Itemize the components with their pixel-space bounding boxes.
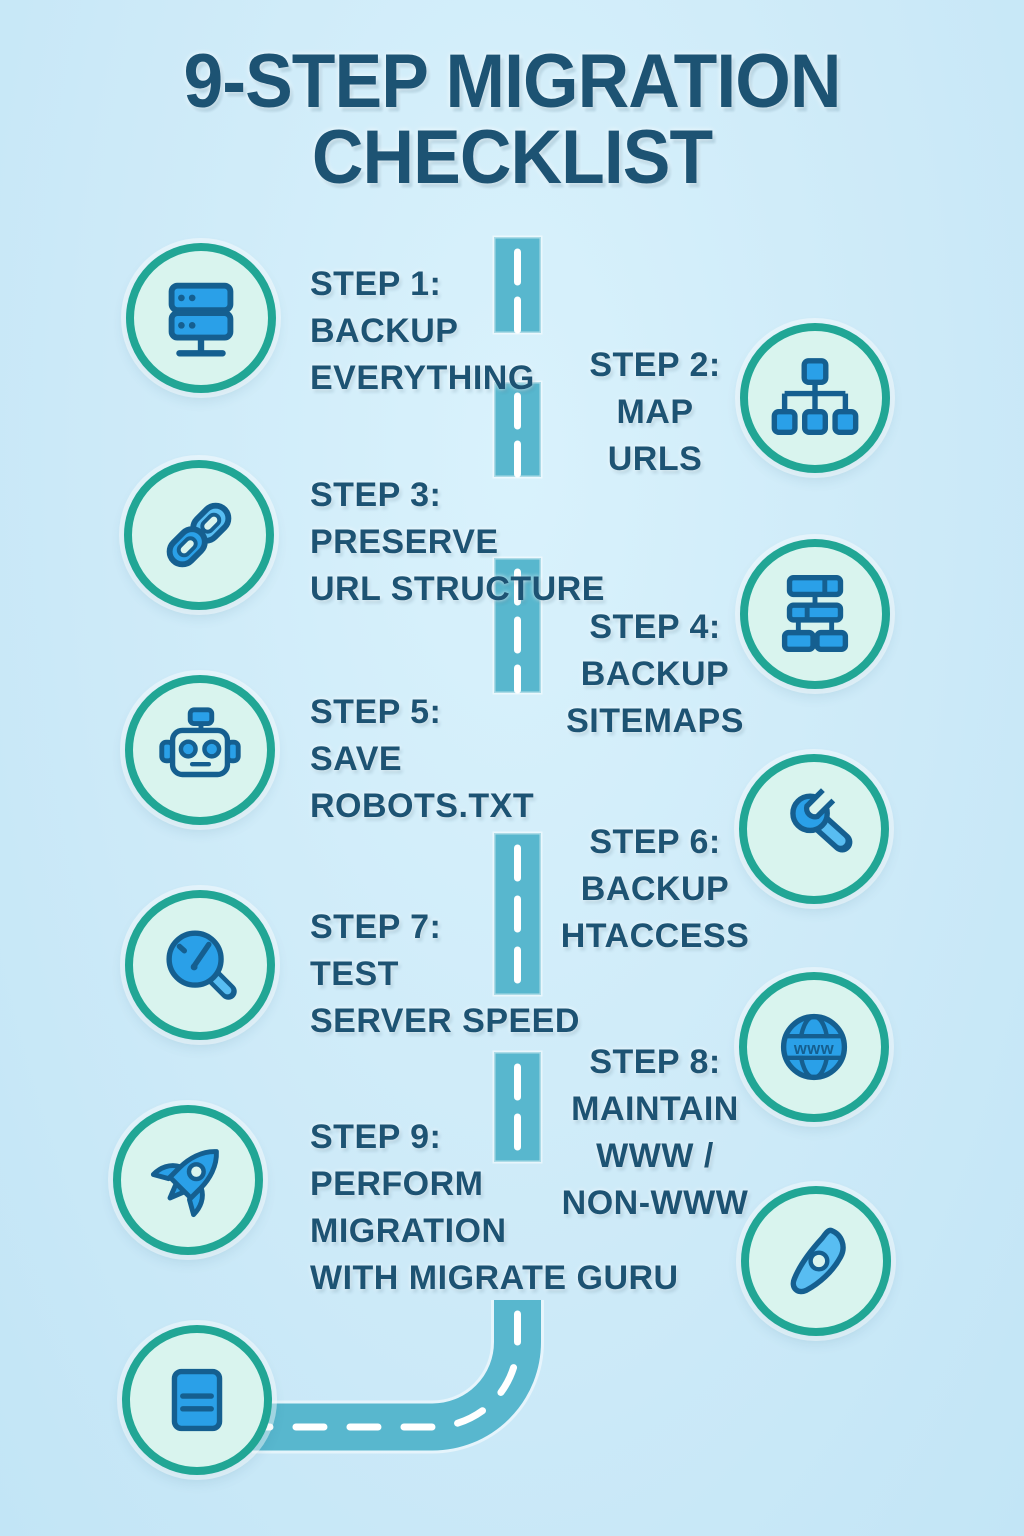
step-8-text: STEP 8: MAINTAIN WWW / NON-WWW: [545, 1039, 765, 1227]
page-title-line2: CHECKLIST: [311, 115, 713, 200]
step-7-label: STEP 7:: [310, 908, 442, 946]
step-4-badge: [740, 539, 890, 689]
compass-badge: [741, 1186, 891, 1336]
step-5-badge: [125, 675, 275, 825]
step-2-line: MAP: [616, 393, 694, 431]
step-7-line: SERVER SPEED: [310, 1002, 580, 1040]
step-3-text: STEP 3: PRESERVE URL STRUCTURE: [310, 472, 605, 613]
server-icon: [168, 282, 234, 357]
speedometer-magnifier-icon: [166, 930, 237, 1000]
notes-icon: [171, 1368, 223, 1432]
step-2-text: STEP 2: MAP URLS: [545, 342, 765, 483]
wrench-icon: [790, 788, 853, 853]
step-4-line: BACKUP: [580, 655, 730, 693]
sitemap-bars-icon: [781, 575, 849, 652]
step-4-line: SITEMAPS: [566, 702, 744, 740]
step-5-label: STEP 5:: [310, 693, 442, 731]
step-9-label: STEP 9:: [310, 1118, 442, 1156]
step-9-badge: [113, 1105, 263, 1255]
step-9-text: STEP 9: PERFORM MIGRATION WITH MIGRATE G…: [310, 1114, 679, 1302]
step-2-label: STEP 2:: [589, 346, 721, 384]
road-curve: [248, 1296, 544, 1454]
robot-icon: [159, 707, 241, 778]
step-8-line: MAINTAIN: [571, 1090, 739, 1128]
notes-badge: [122, 1325, 272, 1475]
step-2-line: URLS: [607, 440, 703, 478]
step-4-text: STEP 4: BACKUP SITEMAPS: [545, 604, 765, 745]
globe-www-icon: www: [780, 1013, 848, 1081]
step-9-line: WITH MIGRATE GURU: [310, 1259, 679, 1297]
step-4-label: STEP 4:: [589, 608, 721, 646]
page-title: 9-STEP MIGRATION CHECKLIST: [31, 44, 994, 196]
step-1-line: BACKUP: [310, 312, 459, 350]
step-7-badge: [125, 890, 275, 1040]
compass-icon: [790, 1227, 846, 1295]
step-8-label: STEP 8:: [589, 1043, 721, 1081]
road-vertical-segments: [492, 235, 543, 1164]
page-title-line1: 9-STEP MIGRATION: [183, 39, 841, 124]
step-6-label: STEP 6:: [589, 823, 721, 861]
step-8-line: WWW /: [596, 1137, 714, 1175]
globe-www-label: www: [793, 1039, 834, 1058]
link-icon: [166, 502, 232, 568]
step-5-text: STEP 5: SAVE ROBOTS.TXT: [310, 689, 534, 830]
step-8-line: NON-WWW: [561, 1184, 749, 1222]
step-3-line: URL STRUCTURE: [310, 570, 605, 608]
rocket-icon: [150, 1149, 219, 1218]
step-3-label: STEP 3:: [310, 476, 442, 514]
step-5-line: SAVE: [310, 740, 403, 778]
step-7-text: STEP 7: TEST SERVER SPEED: [310, 904, 580, 1045]
step-9-line: PERFORM: [310, 1165, 484, 1203]
step-6-line: HTACCESS: [560, 917, 750, 955]
step-8-badge: www: [739, 972, 889, 1122]
step-6-text: STEP 6: BACKUP HTACCESS: [545, 819, 765, 960]
step-1-label: STEP 1:: [310, 265, 442, 303]
step-1-line: EVERYTHING: [310, 359, 535, 397]
step-6-badge: [739, 754, 889, 904]
step-2-badge: [740, 323, 890, 473]
step-9-line: MIGRATION: [310, 1212, 507, 1250]
step-3-badge: [124, 460, 274, 610]
step-3-line: PRESERVE: [310, 523, 499, 561]
step-1-text: STEP 1: BACKUP EVERYTHING: [310, 261, 535, 402]
step-6-line: BACKUP: [580, 870, 730, 908]
sitemap-icon: [771, 358, 859, 435]
step-7-line: TEST: [310, 955, 399, 993]
step-5-line: ROBOTS.TXT: [310, 787, 535, 825]
step-1-badge: [126, 243, 276, 393]
